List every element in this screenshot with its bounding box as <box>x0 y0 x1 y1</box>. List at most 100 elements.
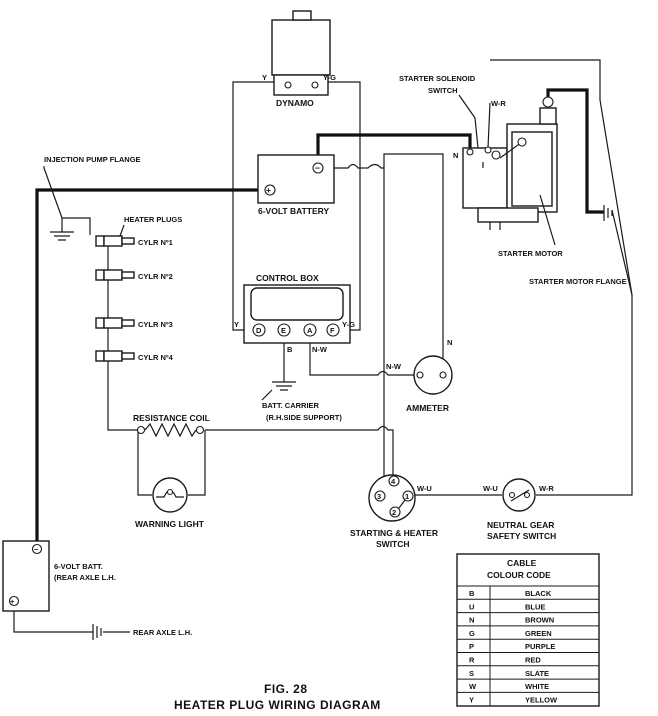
wire-rear-battery-to-battery <box>35 188 268 545</box>
control-box-label: CONTROL BOX <box>256 273 319 283</box>
ground-symbol-batt-carrier <box>272 381 296 391</box>
cyl1-label: CYLR Nº1 <box>138 238 173 247</box>
neutral-gear-wu-label: W-U <box>483 484 498 493</box>
battery-body <box>257 154 335 204</box>
control-box: CONTROL BOX D E A F Y Y-G B N-W <box>234 273 355 354</box>
colour-code-name: BLUE <box>525 602 545 611</box>
wire-solenoid-n <box>383 153 444 345</box>
heater-plug-2-body <box>103 269 123 281</box>
neutral-gear-label-1: NEUTRAL GEAR <box>487 520 554 530</box>
warning-light-center <box>166 488 174 496</box>
switch-terminal-1-label: 1 <box>405 492 409 501</box>
battery-6v: + − 6-VOLT BATTERY <box>257 154 335 216</box>
ammeter: N-W N AMMETER <box>386 338 453 413</box>
heater-plug-1-terminal <box>121 237 135 245</box>
rear-battery-plus-sign: + <box>10 597 15 606</box>
wire-motor-to-flange <box>546 88 604 214</box>
neutral-gear-switch-body <box>502 478 536 512</box>
heater-plug-4: CYLR Nº4 <box>95 350 174 362</box>
figure-number: FIG. 28 <box>264 682 308 696</box>
cb-terminal-f-label: F <box>330 326 335 335</box>
switch-contact-arm <box>398 499 406 509</box>
ammeter-nw-label: N-W <box>386 362 402 371</box>
batt-carrier-pointer <box>261 389 273 401</box>
heater-plug-1-tip <box>95 235 105 247</box>
motor-terminal-post <box>539 107 557 125</box>
colour-code-letter: U <box>469 602 474 611</box>
dynamo-body <box>271 19 331 76</box>
injection-pump-flange-label: INJECTION PUMP FLANGE <box>44 155 141 164</box>
wire-battery-to-solenoid <box>316 133 472 168</box>
heater-plug-4-terminal <box>121 352 135 360</box>
starter-solenoid-label-1: STARTER SOLENOID <box>399 74 476 83</box>
colour-code-letter: S <box>469 669 474 678</box>
heavy-wires <box>35 88 604 545</box>
wire-heater-chain <box>107 241 138 431</box>
cb-b-label: B <box>287 345 293 354</box>
rear-axle-label: REAR AXLE L.H. <box>133 628 192 637</box>
warning-light-label: WARNING LIGHT <box>135 519 205 529</box>
resistance-coil: RESISTANCE COIL <box>133 413 210 438</box>
figure-title: HEATER PLUG WIRING DIAGRAM <box>174 698 381 712</box>
batt-carrier-ground: BATT. CARRIER (R.H.SIDE SUPPORT) <box>261 381 342 422</box>
switch-terminal-4 <box>388 475 400 487</box>
resistance-coil-terminal-left <box>136 425 146 435</box>
wire-resistance-to-switch <box>205 425 394 476</box>
cb-terminal-a <box>303 323 317 337</box>
colour-table-title-2: COLOUR CODE <box>487 570 551 580</box>
warning-light: WARNING LIGHT <box>135 477 205 529</box>
rear-battery-label-1: 6-VOLT BATT. <box>54 562 103 571</box>
colour-code-letter: Y <box>469 695 474 704</box>
dynamo-yg-label: Y-G <box>323 73 336 82</box>
heater-plug-4-body <box>103 350 123 362</box>
ground-symbol-pump <box>50 231 74 241</box>
cyl2-label: CYLR Nº2 <box>138 272 173 281</box>
switch-terminal-3 <box>374 490 386 502</box>
cb-terminal-e <box>277 323 291 337</box>
solenoid-pointer <box>458 94 479 149</box>
rear-battery-plus-terminal <box>8 595 20 607</box>
colour-code-letter: G <box>469 629 475 638</box>
colour-code-letter: B <box>469 589 475 598</box>
heater-plug-4-tip <box>95 350 105 362</box>
colour-code-name: YELLOW <box>525 695 558 704</box>
heater-plug-2: CYLR Nº2 <box>95 269 173 281</box>
starter-motor-flange-label: STARTER MOTOR FLANGE <box>529 277 627 286</box>
colour-code-name: BLACK <box>525 589 552 598</box>
rear-battery: − + 6-VOLT BATT. (REAR AXLE L.H. REAR AX… <box>2 540 192 640</box>
cb-terminal-d-label: D <box>256 326 262 335</box>
dynamo-y-label: Y <box>262 73 267 82</box>
heater-plug-3-tip <box>95 317 105 329</box>
colour-code-name: PURPLE <box>525 642 555 651</box>
dynamo: Y Y-G DYNAMO <box>262 10 336 108</box>
colour-code-name: GREEN <box>525 629 552 638</box>
injection-pump-pointer <box>43 166 63 219</box>
heater-plug-2-terminal <box>121 271 135 279</box>
dynamo-label: DYNAMO <box>276 98 314 108</box>
starting-switch-label-2: SWITCH <box>376 539 410 549</box>
colour-table-title-1: CABLE <box>507 558 537 568</box>
dynamo-terminal-yg <box>311 81 319 89</box>
batt-carrier-label-2: (R.H.SIDE SUPPORT) <box>266 413 342 422</box>
wire-warning-right <box>188 430 206 496</box>
neutral-gear-contact <box>510 489 530 502</box>
solenoid-terminal-wr <box>484 146 492 154</box>
ground-symbol-rear-axle <box>92 624 102 640</box>
motor-terminal <box>542 96 554 108</box>
colour-code-name: WHITE <box>525 682 549 691</box>
solenoid-n-label: N <box>453 151 458 160</box>
wire-flange-pointer <box>490 59 633 296</box>
ammeter-terminal-left <box>416 371 424 379</box>
heater-plug-3-body <box>103 317 123 329</box>
cb-terminal-e-label: E <box>281 326 286 335</box>
figure-caption: FIG. 28 HEATER PLUG WIRING DIAGRAM <box>174 682 381 712</box>
colour-code-name: SLATE <box>525 669 549 678</box>
neutral-gear-terminal-right <box>523 491 531 499</box>
batt-carrier-label-1: BATT. CARRIER <box>262 401 320 410</box>
colour-code-name: RED <box>525 656 541 665</box>
wire-solenoid-wr <box>487 102 491 149</box>
